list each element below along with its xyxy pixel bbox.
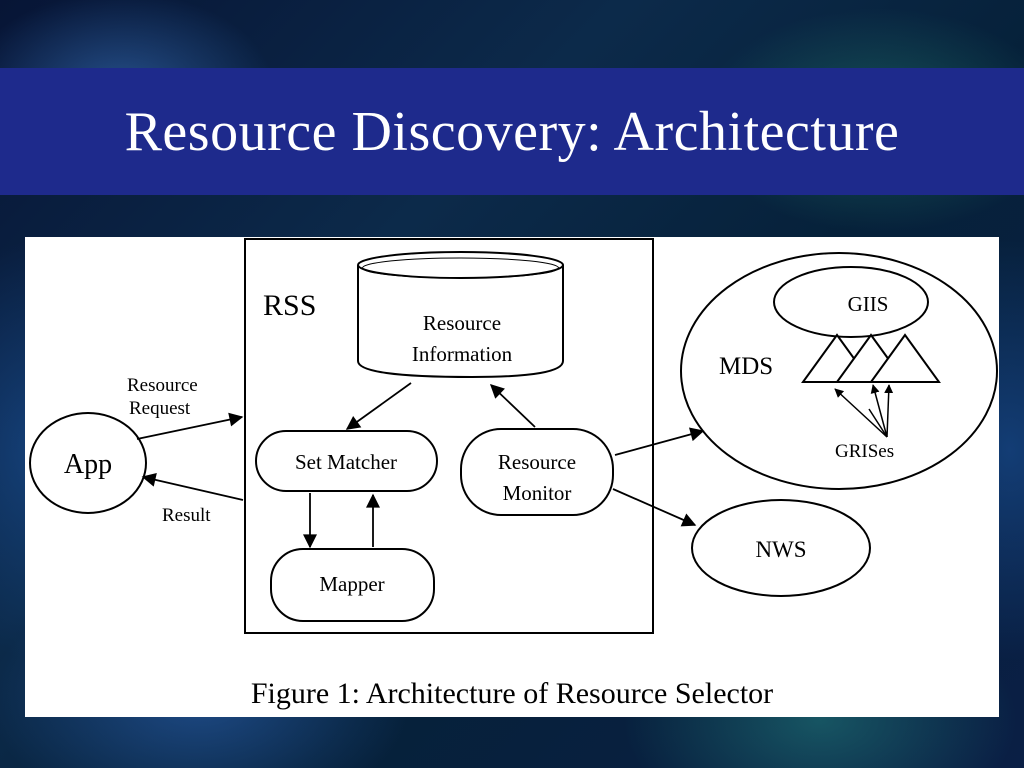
rss-label: RSS bbox=[263, 289, 316, 322]
edge-info-to-matcher bbox=[345, 382, 412, 430]
app-label: App bbox=[64, 449, 112, 480]
edge-monitor-to-info bbox=[489, 384, 536, 428]
resource-monitor-label-line2: Monitor bbox=[503, 481, 572, 505]
mapper-label: Mapper bbox=[319, 572, 384, 596]
nws-node bbox=[691, 499, 871, 597]
edge-result bbox=[141, 473, 244, 501]
rss-box bbox=[244, 238, 654, 634]
grises-label: GRISes bbox=[835, 441, 894, 462]
resource-request-label-line2: Request bbox=[129, 398, 191, 419]
resource-information-cylinder: Resource Information bbox=[357, 251, 564, 379]
resource-monitor-label-line1: Resource bbox=[498, 450, 576, 474]
giis-label: GIIS bbox=[848, 292, 889, 316]
giis-node bbox=[773, 266, 929, 338]
edge-resource-request bbox=[136, 412, 244, 440]
architecture-diagram: RSS Resource Information Set Matcher Map… bbox=[29, 238, 998, 634]
edge-monitor-to-mds bbox=[614, 427, 705, 456]
edge-monitor-to-nws bbox=[612, 488, 697, 527]
resource-information-label-line1: Resource bbox=[423, 311, 501, 335]
figure-panel: RSS Resource Information Set Matcher Map… bbox=[25, 237, 999, 717]
nws-label: NWS bbox=[755, 537, 806, 562]
grises-arrows bbox=[834, 384, 894, 438]
slide-title: Resource Discovery: Architecture bbox=[124, 100, 900, 163]
resource-monitor-node bbox=[460, 428, 614, 516]
result-label: Result bbox=[162, 505, 211, 526]
set-matcher-node bbox=[255, 430, 438, 492]
gris-triangles bbox=[801, 333, 941, 383]
resource-request-label-line1: Resource bbox=[127, 375, 198, 396]
figure-caption: Figure 1: Architecture of Resource Selec… bbox=[250, 677, 774, 710]
app-node bbox=[29, 412, 147, 514]
title-bar: Resource Discovery: Architecture bbox=[0, 68, 1024, 195]
set-matcher-label: Set Matcher bbox=[295, 450, 397, 474]
mds-label: MDS bbox=[719, 353, 773, 380]
edges bbox=[136, 382, 705, 549]
resource-information-label-line2: Information bbox=[412, 342, 513, 366]
mapper-node bbox=[270, 548, 435, 622]
